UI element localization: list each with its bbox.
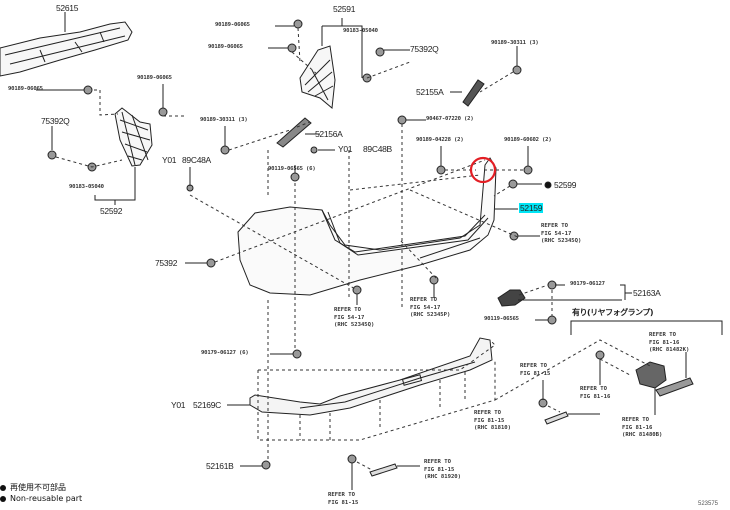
fastener-label[interactable]: 90189-06065 bbox=[8, 86, 43, 92]
fastener-label[interactable]: 90183-05040 bbox=[69, 184, 104, 190]
part-label-52592[interactable]: 52592 bbox=[100, 206, 123, 216]
non-reusable-marker bbox=[544, 181, 552, 189]
refer-label[interactable]: REFER TO FIG 81-15 (RHC 81920) bbox=[424, 459, 462, 480]
part-label-75392[interactable]: 75392 bbox=[155, 258, 178, 268]
fastener-label[interactable]: 90189-06065 bbox=[208, 44, 243, 50]
part-52591-bracket[interactable] bbox=[299, 18, 363, 109]
refer-label[interactable]: REFER TO FIG 81-15 (RHC 81810) bbox=[474, 410, 512, 431]
part-52615-reinforcement[interactable] bbox=[0, 12, 133, 77]
part-52155a[interactable] bbox=[450, 79, 485, 107]
part-label-y01-mid[interactable]: Y01 bbox=[338, 144, 353, 154]
refer-label[interactable]: REFER TO FIG 54-17 (RHC 52345P) bbox=[410, 297, 451, 318]
part-label-52159[interactable]: 52159 bbox=[519, 203, 544, 213]
fastener-label[interactable]: 90189-06065 bbox=[215, 22, 250, 28]
refer-label[interactable]: REFER TO FIG 54-17 (RHC 52345Q) bbox=[334, 307, 375, 328]
part-label-52156a[interactable]: 52156A bbox=[315, 129, 343, 139]
refer-label[interactable]: REFER TO FIG 81-16 bbox=[580, 386, 611, 400]
part-label-52155a[interactable]: 52155A bbox=[416, 87, 444, 97]
part-label-75392q-left[interactable]: 75392Q bbox=[41, 116, 70, 126]
part-reflector-bottom[interactable] bbox=[369, 463, 398, 477]
refer-label[interactable]: REFER TO FIG 81-16 (RHC 81480B) bbox=[622, 417, 663, 438]
part-label-y01-upper[interactable]: Y01 bbox=[162, 155, 177, 165]
part-label-52159-highlight: 52159 bbox=[519, 203, 544, 213]
part-label-52169c[interactable]: 52169C bbox=[193, 400, 221, 410]
fastener-label[interactable]: 90189-06065 bbox=[137, 75, 172, 81]
legend: 再使用不可部品 Non-reusable part bbox=[0, 482, 82, 504]
part-label-75392q-top[interactable]: 75392Q bbox=[410, 44, 439, 54]
part-label-52599[interactable]: 52599 bbox=[554, 180, 577, 190]
fastener-label[interactable]: 90189-04228 (2) bbox=[416, 137, 464, 143]
legend-text-jp: 再使用不可部品 bbox=[10, 483, 66, 492]
part-52592-bracket[interactable] bbox=[94, 107, 153, 205]
legend-row-jp: 再使用不可部品 bbox=[0, 482, 82, 493]
fastener-label[interactable]: 90179-06127 bbox=[570, 281, 605, 287]
part-52169c-lower-bumper[interactable] bbox=[249, 337, 493, 416]
fastener-label[interactable]: 90189-30311 (3) bbox=[491, 40, 539, 46]
bullet-icon bbox=[0, 495, 6, 502]
legend-text-en: Non-reusable part bbox=[10, 494, 83, 503]
fastener-label[interactable]: 90183-05040 bbox=[343, 28, 378, 34]
diagram-code: 523575 bbox=[698, 501, 719, 507]
refer-label[interactable]: REFER TO FIG 81-15 bbox=[328, 492, 359, 506]
refer-label[interactable]: REFER TO FIG 81-16 (RHC 81482K) bbox=[649, 332, 690, 353]
refer-label[interactable]: REFER TO FIG 54-17 (RHC 52345Q) bbox=[541, 223, 582, 244]
part-reflector-right[interactable] bbox=[544, 411, 569, 425]
refer-label[interactable]: REFER TO FIG 81-15 bbox=[520, 363, 551, 377]
fastener-label[interactable]: 90119-06565 bbox=[484, 316, 519, 322]
fastener-label[interactable]: 90189-30311 (3) bbox=[200, 117, 248, 123]
bullet-icon bbox=[0, 484, 6, 491]
part-label-89c48b[interactable]: 89C48B bbox=[363, 144, 392, 154]
fastener-label[interactable]: 90179-06127 (6) bbox=[201, 350, 249, 356]
part-fog-lamp[interactable] bbox=[635, 361, 694, 397]
part-label-52161b[interactable]: 52161B bbox=[206, 461, 234, 471]
part-label-52591[interactable]: 52591 bbox=[333, 4, 356, 14]
part-label-52163a[interactable]: 52163A bbox=[633, 288, 661, 298]
legend-row-en: Non-reusable part bbox=[0, 493, 82, 504]
fastener-label[interactable]: 90467-07220 (2) bbox=[426, 116, 474, 122]
part-52163a[interactable] bbox=[497, 284, 632, 307]
fastener-label[interactable]: 90119-06565 (6) bbox=[268, 166, 316, 172]
part-label-52615[interactable]: 52615 bbox=[56, 3, 79, 13]
part-52156a[interactable] bbox=[276, 117, 320, 148]
fog-lamp-group-label: 有り(リヤフォグランプ) bbox=[572, 308, 654, 317]
part-label-y01-lower[interactable]: Y01 bbox=[171, 400, 186, 410]
part-52159-bumper-cover[interactable] bbox=[237, 157, 497, 296]
highlight-callout-circle bbox=[469, 156, 497, 184]
fastener-label[interactable]: 90189-60602 (2) bbox=[504, 137, 552, 143]
fog-lamp-group-bracket bbox=[570, 320, 723, 335]
part-label-89c48a[interactable]: 89C48A bbox=[182, 155, 211, 165]
